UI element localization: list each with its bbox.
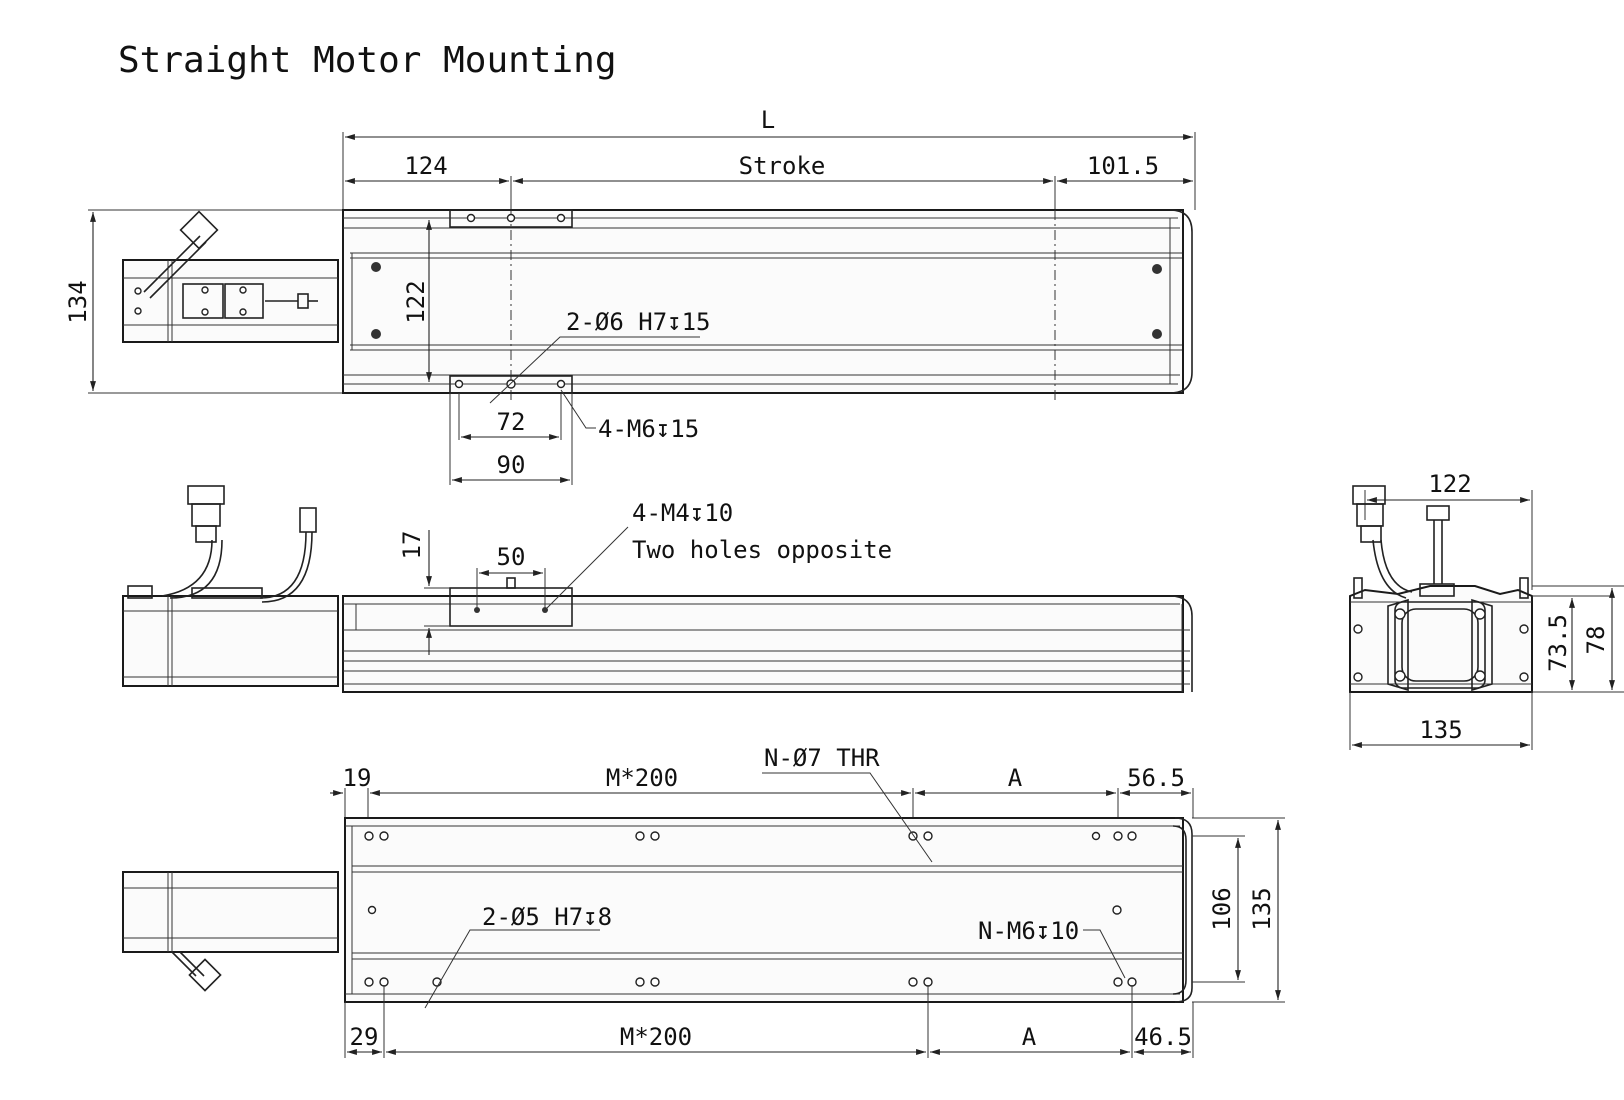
side-view: 17 50 4-M4↧10 Two holes opposite [122,485,1193,693]
rail-body-side [342,595,1184,693]
callout-bottom-tapped-holes: N-M6↧10 [978,917,1079,945]
motor-top [122,259,339,343]
rail-body-bottom [344,817,1184,1003]
dim-l: L [761,106,775,134]
dim-lower-a: A [1022,1023,1037,1051]
dim-50: 50 [497,543,526,571]
dim-101-5: 101.5 [1087,152,1159,180]
motor-bottom [122,871,339,953]
callout-through-holes: N-Ø7 THR [764,744,880,772]
dim-46-5: 46.5 [1134,1023,1192,1051]
dim-end-122: 122 [1428,470,1471,498]
dim-134: 134 [64,280,92,323]
dim-90: 90 [497,451,526,479]
callout-pin-holes: 2-Ø6 H7↧15 [566,308,711,336]
motor-side [122,595,339,687]
rail-body-top [342,209,1184,394]
top-view: L 124 Stroke 101.5 134 [64,106,1196,485]
callout-bottom-pin-holes: 2-Ø5 H7↧8 [482,903,612,931]
dim-stroke: Stroke [739,152,826,180]
dim-78: 78 [1582,626,1610,655]
dim-73-5: 73.5 [1544,614,1572,672]
dim-upper-a: A [1008,764,1023,792]
callout-tapped-holes: 4-M6↧15 [598,415,699,443]
dim-bottom-135: 135 [1248,887,1276,930]
dim-29: 29 [350,1023,379,1051]
bottom-view: 19 M*200 A 56.5 [122,744,1285,1058]
drawing-title: Straight Motor Mounting [118,40,617,81]
dim-end-135: 135 [1419,716,1462,744]
callout-m4-holes: 4-M4↧10 [632,499,733,527]
callout-two-holes-note: Two holes opposite [632,536,892,564]
dim-lower-m200: M*200 [620,1023,692,1051]
end-view: 122 [1349,470,1624,750]
dim-122: 122 [402,280,430,323]
dim-106: 106 [1208,887,1236,930]
dim-17: 17 [398,531,426,560]
dim-19: 19 [343,764,372,792]
dim-72: 72 [497,408,526,436]
dim-56-5: 56.5 [1127,764,1185,792]
dim-124: 124 [404,152,447,180]
dim-upper-m200: M*200 [606,764,678,792]
